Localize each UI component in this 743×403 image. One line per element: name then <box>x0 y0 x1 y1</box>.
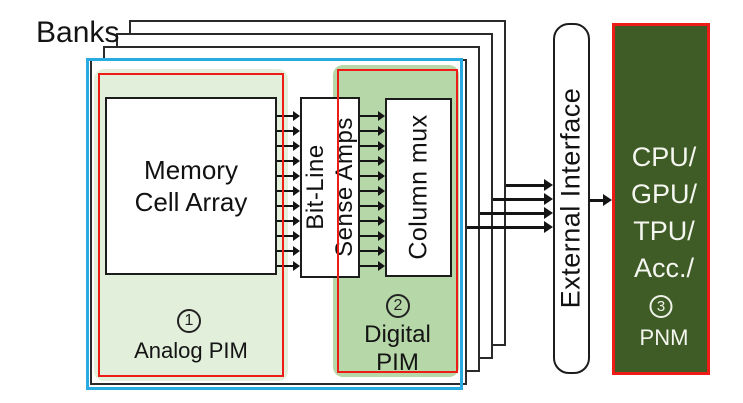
colmux-bus-arrow-head <box>377 201 385 211</box>
bitline-bus-arrow-shaft <box>277 174 293 178</box>
bitline-bus-arrow-head <box>292 171 300 181</box>
bitline-bus-arrow-head <box>292 156 300 166</box>
colmux-bus-arrow-shaft <box>360 249 378 253</box>
colmux-bus-arrow-shaft <box>360 264 378 268</box>
colmux-bus-arrow-head <box>377 171 385 181</box>
bitline-bus-arrow-head <box>292 126 300 136</box>
bitline-bus-arrow-head <box>292 231 300 241</box>
colmux-bus-arrow-shaft <box>360 174 378 178</box>
colmux-bus-arrow-shaft <box>360 219 378 223</box>
bitline-bus-arrow-head <box>292 111 300 121</box>
memory-cell-array-box: Memory Cell Array <box>105 97 277 275</box>
analog-pim-caption: Analog PIM <box>134 338 248 363</box>
colmux-bus-arrow-head <box>377 216 385 226</box>
digital-pim-caption-line2: PIM <box>376 349 419 376</box>
bitline-bus-arrow-head <box>292 186 300 196</box>
bitline-bus-arrow-shaft <box>277 249 293 253</box>
bank-to-interface-arrow-shaft <box>493 197 544 201</box>
colmux-bus-arrow-head <box>377 261 385 271</box>
pnm-host-list: CPU/ GPU/ TPU/ Acc./ <box>615 139 713 287</box>
digital-pim-number-badge: 2 <box>386 294 410 318</box>
colmux-bus-arrow-head <box>377 111 385 121</box>
bank-to-interface-arrow-head <box>543 178 553 191</box>
colmux-bus-arrow-shaft <box>360 144 378 148</box>
colmux-bus-arrow-shaft <box>360 234 378 238</box>
pnm-number-badge: 3 <box>649 295 673 318</box>
bitline-bus-arrow-head <box>292 201 300 211</box>
analog-pim-border <box>98 73 284 377</box>
colmux-bus-arrow-head <box>377 141 385 151</box>
bitline-bus-arrow-shaft <box>277 264 293 268</box>
interface-to-pnm-arrow-shaft <box>589 198 603 202</box>
digital-pim-number: 2 <box>393 297 403 314</box>
banks-label: Banks <box>36 16 120 49</box>
pnm-host-cpu: CPU/ <box>631 142 697 172</box>
colmux-bus-arrow-head <box>377 126 385 136</box>
bank-to-interface-arrow-shaft <box>506 183 544 187</box>
bank-to-interface-arrow-head <box>543 206 553 219</box>
memory-cell-array-label-line1: Memory <box>144 155 238 185</box>
bitline-bus-arrow-shaft <box>277 114 293 118</box>
colmux-bus-arrow-head <box>377 186 385 196</box>
colmux-bus-arrow-shaft <box>360 159 378 163</box>
bitline-bus-arrow-shaft <box>277 204 293 208</box>
bank-to-interface-arrow-shaft <box>467 225 544 229</box>
pnm-number: 3 <box>656 298 666 315</box>
digital-pim-caption-line1: Digital <box>364 321 431 348</box>
bitline-bus-arrow-shaft <box>277 144 293 148</box>
memory-cell-array-label-line2: Cell Array <box>134 187 248 217</box>
bitline-bus-arrow-shaft <box>277 129 293 133</box>
bitline-bus-arrow-shaft <box>277 219 293 223</box>
bitline-bus-arrow-head <box>292 216 300 226</box>
external-interface-label: External Interface <box>555 87 586 309</box>
pnm-box: CPU/ GPU/ TPU/ Acc./ 3 PNM <box>612 23 710 375</box>
colmux-bus-arrow-shaft <box>360 189 378 193</box>
colmux-bus-arrow-shaft <box>360 114 378 118</box>
colmux-bus-arrow-head <box>377 246 385 256</box>
front-bank-border <box>86 58 463 390</box>
bitline-bus-arrow-shaft <box>277 234 293 238</box>
pnm-host-gpu: GPU/ <box>630 179 697 209</box>
column-mux-box <box>385 98 452 277</box>
colmux-bus-arrow-shaft <box>360 204 378 208</box>
external-interface-box <box>553 23 590 374</box>
analog-pim-number: 1 <box>184 312 194 329</box>
bitline-bus-arrow-shaft <box>277 189 293 193</box>
colmux-bus-arrow-shaft <box>360 129 378 133</box>
bitline-sense-amps-box <box>300 97 360 278</box>
interface-to-pnm-arrow-head <box>602 193 612 206</box>
bank-to-interface-arrow-head <box>543 192 553 205</box>
analog-pim-number-badge: 1 <box>177 309 201 333</box>
bitline-bus-arrow-head <box>292 141 300 151</box>
bitline-bus-arrow-head <box>292 246 300 256</box>
colmux-bus-arrow-head <box>377 156 385 166</box>
bank-to-interface-arrow-head <box>543 220 553 233</box>
colmux-bus-arrow-head <box>377 231 385 241</box>
bitline-bus-arrow-shaft <box>277 159 293 163</box>
pnm-caption: PNM <box>639 325 689 350</box>
digital-pim-border <box>337 69 458 373</box>
pnm-host-tpu: TPU/ <box>633 216 695 246</box>
pnm-host-acc: Acc./ <box>633 253 694 283</box>
bitline-bus-arrow-head <box>292 261 300 271</box>
bank-to-interface-arrow-shaft <box>480 211 544 215</box>
